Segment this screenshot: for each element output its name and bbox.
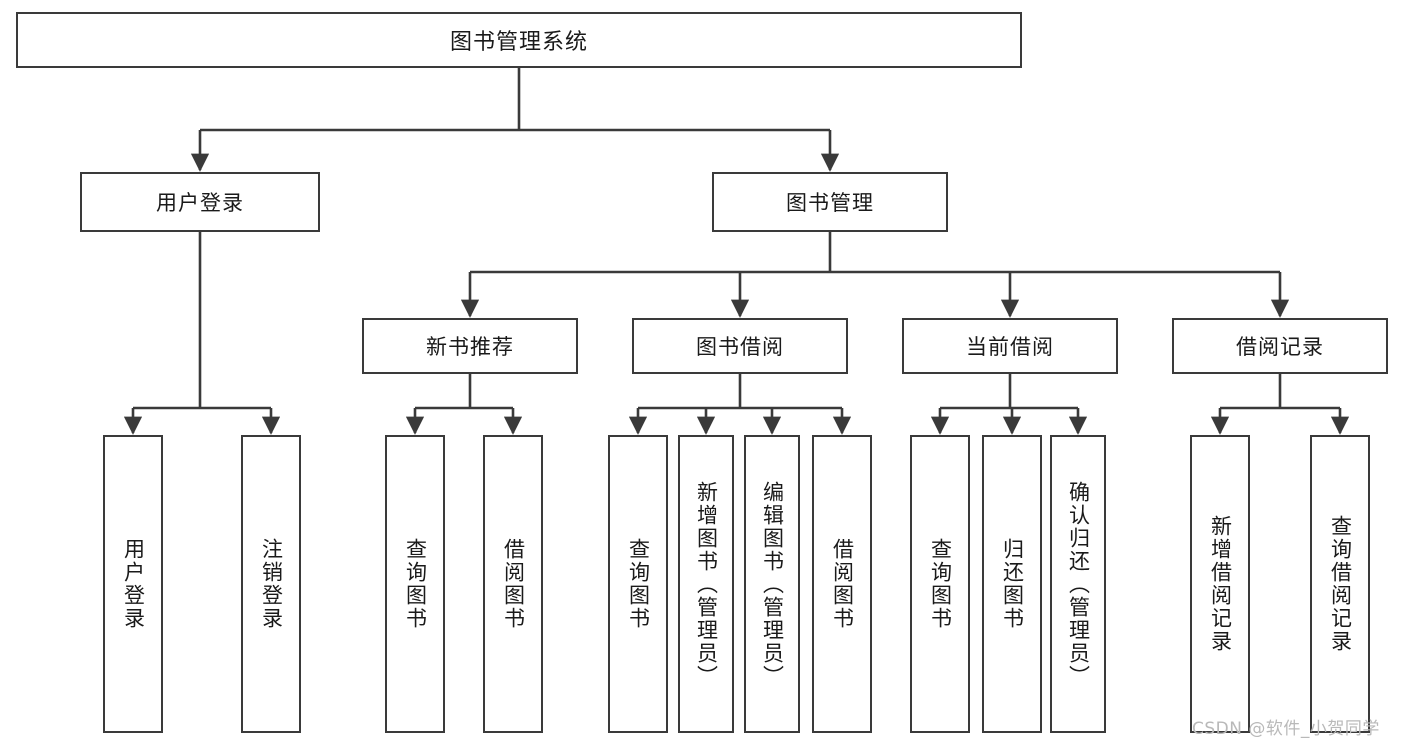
node-label: 注销登录 [259,538,284,630]
node-label: 用户登录 [121,538,146,630]
leaf-query-books-borrow[interactable]: 查询图书 [608,435,668,733]
node-label: 查询图书 [626,538,651,630]
node-label: 编辑图书（管理员） [760,480,785,688]
leaf-add-book-admin[interactable]: 新增图书（管理员） [678,435,734,733]
node-label: 查询借阅记录 [1328,515,1353,653]
leaf-return-books[interactable]: 归还图书 [982,435,1042,733]
leaf-query-borrowing-record[interactable]: 查询借阅记录 [1310,435,1370,733]
node-label: 新增图书（管理员） [694,480,719,688]
node-label: 新书推荐 [426,335,514,359]
node-label: 新增借阅记录 [1208,515,1233,653]
node-label: 归还图书 [1000,538,1025,630]
node-label: 图书管理 [786,191,874,215]
leaf-add-borrowing-record[interactable]: 新增借阅记录 [1190,435,1250,733]
leaf-borrow-books-newbook[interactable]: 借阅图书 [483,435,543,733]
node-new-book-recommendation[interactable]: 新书推荐 [362,318,578,374]
node-label: 查询图书 [403,538,428,630]
node-user-login[interactable]: 用户登录 [80,172,320,232]
leaf-confirm-return-admin[interactable]: 确认归还（管理员） [1050,435,1106,733]
node-label: 确认归还（管理员） [1066,480,1091,688]
leaf-edit-book-admin[interactable]: 编辑图书（管理员） [744,435,800,733]
node-label: 图书管理系统 [449,30,588,55]
node-borrowing-records[interactable]: 借阅记录 [1172,318,1388,374]
leaf-borrow-books[interactable]: 借阅图书 [812,435,872,733]
node-book-borrowing[interactable]: 图书借阅 [632,318,848,374]
node-label: 借阅图书 [830,538,855,630]
node-label: 借阅记录 [1236,335,1324,359]
leaf-logout[interactable]: 注销登录 [241,435,301,733]
node-label: 用户登录 [156,191,244,215]
node-label: 查询图书 [928,538,953,630]
node-label: 图书借阅 [696,335,784,359]
node-label: 借阅图书 [501,538,526,630]
leaf-query-books-newbook[interactable]: 查询图书 [385,435,445,733]
node-label: 当前借阅 [966,335,1054,359]
node-root-book-management-system[interactable]: 图书管理系统 [16,12,1022,68]
leaf-query-books-current[interactable]: 查询图书 [910,435,970,733]
node-book-management[interactable]: 图书管理 [712,172,948,232]
leaf-user-login[interactable]: 用户登录 [103,435,163,733]
node-current-borrowing[interactable]: 当前借阅 [902,318,1118,374]
